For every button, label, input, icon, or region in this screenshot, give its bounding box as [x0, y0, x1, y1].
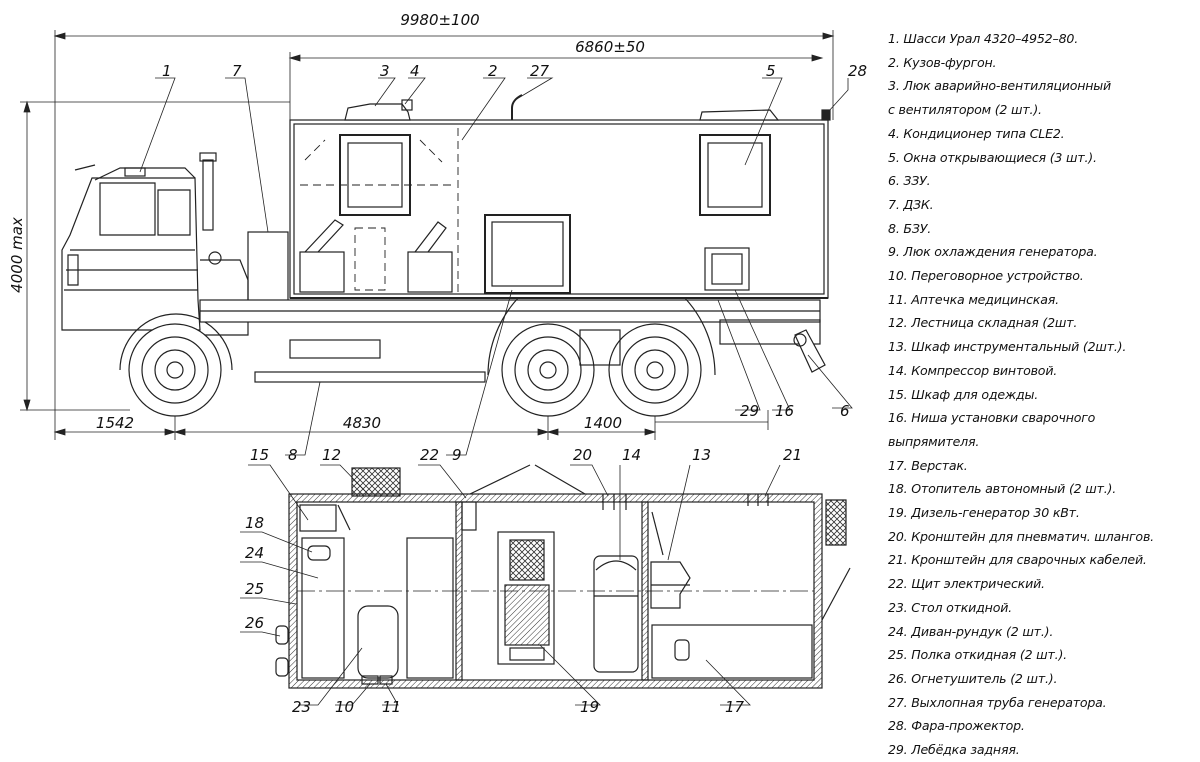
dim-height: 4000 max	[8, 217, 26, 293]
legend-item: 15. Шкаф для одежды.	[888, 386, 1039, 402]
legend-item: 7. ДЗК.	[888, 196, 934, 212]
legend-item: 4. Кондиционер типа CLE2.	[888, 125, 1065, 141]
dim-body-length: 6860±50	[575, 38, 645, 56]
callout-1: 1	[162, 62, 172, 80]
callout-25: 25	[245, 580, 264, 598]
dim-overall-length: 9980±100	[400, 11, 479, 29]
callout-4: 4	[410, 62, 420, 80]
legend-item: 2. Кузов-фургон.	[888, 54, 997, 70]
callout-21: 21	[783, 446, 802, 464]
legend-item: выпрямителя.	[888, 433, 980, 449]
legend-item: 13. Шкаф инструментальный (2шт.).	[888, 339, 1127, 355]
body-side-view	[289, 94, 831, 299]
legend-list: 1. Шасси Урал 4320–4952–80. 2. Кузов-фур…	[888, 27, 1198, 762]
legend-item: 3. Люк аварийно-вентиляционный	[888, 78, 1112, 94]
leader-lines	[139, 77, 853, 706]
callout-24: 24	[245, 544, 264, 562]
legend-item: 25. Полка откидная (2 шт.).	[888, 647, 1067, 663]
legend-item: 11. Аптечка медицинская.	[888, 291, 1059, 307]
legend-item: 23. Стол откидной.	[888, 599, 1012, 615]
legend-item: 26. Огнетушитель (2 шт.).	[888, 670, 1058, 686]
callout-22: 22	[420, 446, 439, 464]
technical-drawing: 9980±100 6860±50 4000 max 1542 4830 1400	[8, 11, 867, 716]
callout-29: 29	[740, 402, 759, 420]
callout-28: 28	[848, 62, 867, 80]
legend-item: 16. Ниша установки сварочного	[888, 410, 1096, 426]
legend-item: 20. Кронштейн для пневматич. шлангов.	[888, 528, 1154, 544]
legend-item: 24. Диван-рундук (2 шт.).	[888, 623, 1054, 639]
legend-item: 12. Лестница складная (2шт.	[888, 315, 1078, 331]
legend-item: 10. Переговорное устройство.	[888, 268, 1084, 284]
callout-13: 13	[692, 446, 711, 464]
dim-wheelbase: 4830	[343, 414, 381, 432]
callout-3: 3	[380, 62, 390, 80]
legend-item: 21. Кронштейн для сварочных кабелей.	[888, 552, 1147, 568]
callout-12: 12	[322, 446, 341, 464]
legend-item: 8. БЗУ.	[888, 220, 932, 236]
callout-9: 9	[452, 446, 462, 464]
legend-item: 17. Верстак.	[888, 457, 968, 473]
callout-19: 19	[580, 698, 599, 716]
callout-6: 6	[840, 402, 850, 420]
callout-7: 7	[232, 62, 242, 80]
callout-18: 18	[245, 514, 264, 532]
dimension-lines	[20, 30, 835, 440]
callout-27: 27	[530, 62, 550, 80]
callout-20: 20	[573, 446, 592, 464]
legend-item: с вентилятором (2 шт.).	[888, 102, 1042, 118]
legend-item: 5. Окна открывающиеся (3 шт.).	[888, 149, 1097, 165]
legend-item: 9. Люк охлаждения генератора.	[888, 244, 1098, 260]
legend-item: 29. Лебёдка задняя.	[888, 742, 1020, 758]
legend-item: 28. Фара-прожектор.	[888, 718, 1025, 734]
legend-item: 27. Выхлопная труба генератора.	[888, 694, 1107, 710]
callout-16: 16	[775, 402, 794, 420]
callout-numbers: 1 7 3 4 2 27 5 28 6 8 9 29 16 15 12 22 2…	[162, 62, 867, 716]
dim-front-overhang: 1542	[96, 414, 134, 432]
legend-item: 22. Щит электрический.	[888, 576, 1045, 592]
legend-item: 19. Дизель-генератор 30 кВт.	[888, 505, 1080, 521]
callout-17: 17	[725, 698, 745, 716]
callout-14: 14	[622, 446, 641, 464]
callout-5: 5	[766, 62, 776, 80]
callout-15: 15	[250, 446, 269, 464]
callout-23: 23	[292, 698, 311, 716]
callout-26: 26	[245, 614, 264, 632]
callout-8: 8	[288, 446, 298, 464]
legend-item: 6. ЗЗУ.	[888, 173, 931, 189]
callout-10: 10	[335, 698, 354, 716]
callout-11: 11	[382, 698, 401, 716]
plan-view	[275, 464, 851, 689]
truck-side-view	[61, 152, 826, 417]
legend-item: 1. Шасси Урал 4320–4952–80.	[888, 31, 1078, 46]
callout-2: 2	[488, 62, 498, 80]
legend-item: 14. Компрессор винтовой.	[888, 362, 1058, 378]
dim-bogie-spacing: 1400	[584, 414, 622, 432]
legend-item: 18. Отопитель автономный (2 шт.).	[888, 481, 1117, 497]
